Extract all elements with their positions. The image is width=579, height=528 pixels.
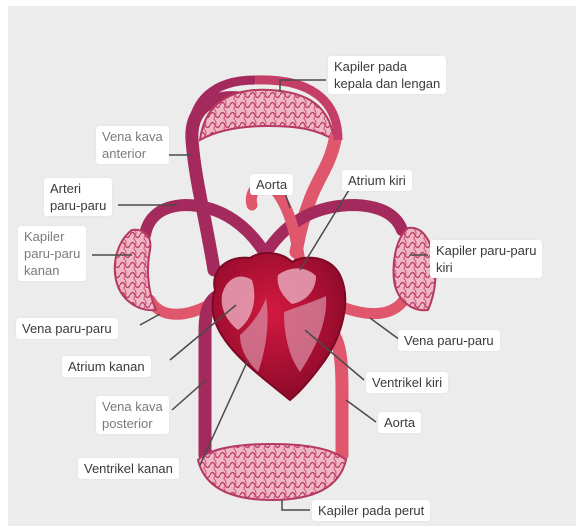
label-aorta-bottom: Aorta (378, 412, 421, 433)
leader-vena-paru-left (140, 314, 160, 325)
label-aorta-top: Aorta (250, 174, 293, 195)
label-atrium-kiri: Atrium kiri (342, 170, 412, 191)
aorta-to-head-vessel (296, 140, 335, 252)
abdomen-capillary-bed (198, 444, 346, 500)
leader-vena-paru-right (370, 318, 400, 340)
label-ventrikel-kanan: Ventrikel kanan (78, 458, 179, 479)
label-kapiler-kepala: Kapiler pada kepala dan lengan (328, 56, 446, 94)
label-vena-paru-right: Vena paru-paru (398, 330, 500, 351)
label-vena-kava-posterior: Vena kava posterior (96, 396, 169, 434)
label-kapiler-paru-kiri: Kapiler paru-paru kiri (430, 240, 542, 278)
leader-aorta-bottom (346, 400, 376, 422)
label-atrium-kanan: Atrium kanan (62, 356, 151, 377)
label-kapiler-paru-kanan: Kapiler paru-paru kanan (18, 226, 86, 281)
leader-kapiler-perut (282, 500, 310, 510)
label-ventrikel-kiri: Ventrikel kiri (366, 372, 448, 393)
label-arteri-paru: Arteri paru-paru (44, 178, 112, 216)
right-lung-capillary-bed (115, 230, 156, 310)
label-vena-kava-anterior: Vena kava anterior (96, 126, 169, 164)
label-kapiler-perut: Kapiler pada perut (312, 500, 430, 521)
label-vena-paru-left: Vena paru-paru (16, 318, 118, 339)
